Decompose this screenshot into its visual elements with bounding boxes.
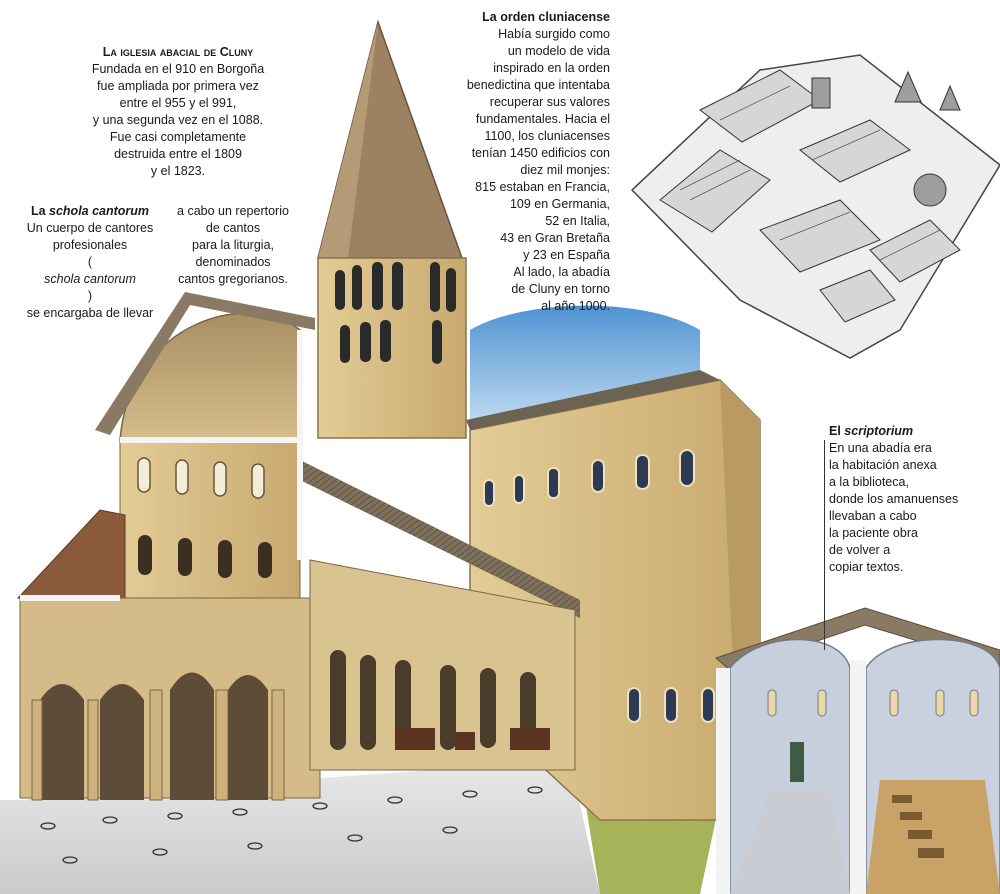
choir-area (309, 559, 576, 771)
orden-line: 109 en Germania, (509, 197, 610, 211)
scriptorium-line: de volver a (829, 543, 891, 557)
orden-line: de Cluny en torno (511, 282, 610, 296)
nave-columns (31, 689, 285, 801)
schola-caption: La schola cantorum Un cuerpo de cantores… (10, 203, 170, 322)
orden-line: al año 1000. (541, 299, 610, 313)
transept-windows (483, 449, 715, 723)
altar-statue (790, 742, 804, 782)
orden-line: 1100, los cluniacenses (484, 129, 610, 143)
aisle-roof (16, 509, 126, 601)
scriptorium-line: la habitación anexa (829, 458, 937, 472)
scriptorium-line: llevaban a cabo (829, 509, 917, 523)
abbey-aerial-view (630, 54, 1000, 359)
scriptorium-windows (767, 689, 979, 717)
iglesia-line: entre el 955 y el 991, (119, 96, 237, 110)
iglesia-line: Fue casi completamente (109, 130, 247, 144)
schola-line: a cabo un repertorio (177, 204, 289, 218)
iglesia-line: y una segunda vez en el 1088. (92, 113, 264, 127)
orden-line: tenían 1450 edificios con (471, 146, 610, 160)
orden-line: fundamentales. Hacia el (475, 112, 610, 126)
scribe-desks (892, 795, 944, 858)
scriptorium-line: copiar textos. (829, 560, 904, 574)
orden-line: y 23 en España (523, 248, 610, 262)
schola-title: La schola cantorum (30, 204, 150, 218)
orden-line: 815 estaban en Francia, (475, 180, 610, 194)
nave-vault (119, 312, 301, 441)
scriptorium-floor (730, 790, 850, 894)
floor-tombs (40, 786, 543, 864)
scriptorium-title: El scriptorium (829, 424, 914, 438)
leader-line-scriptorium (824, 440, 825, 650)
iglesia-line: destruida entre el 1809 (114, 147, 242, 161)
schola-line: denominados (195, 255, 271, 269)
iglesia-line: Fundada en el 910 en Borgoña (91, 62, 265, 76)
schola-cantorum-monks (395, 728, 550, 750)
nave-arcade (40, 672, 268, 800)
cloister-grass (585, 800, 720, 894)
triforium-arches (138, 535, 272, 578)
schola-line: Un cuerpo de cantores (26, 221, 154, 235)
orden-line: Había surgido como (498, 27, 610, 41)
schola-caption-continued: a cabo un repertorio de cantos para la l… (168, 203, 298, 288)
nave-roof-left (95, 292, 315, 435)
scriptorium-wood-floor (866, 780, 1000, 894)
iglesia-title: La iglesia abacial de Cluny (102, 45, 254, 59)
orden-line: un modelo de vida (507, 44, 610, 58)
orden-line: Al lado, la abadía (513, 265, 610, 279)
scriptorium-line: donde los amanuenses (829, 492, 959, 506)
iglesia-line: fue ampliada por primera vez (97, 79, 259, 93)
scriptorium-line: la paciente obra (829, 526, 918, 540)
choir-roof (300, 460, 580, 618)
orden-line: inspirado en la orden (493, 61, 610, 75)
schola-line: cantos gregorianos. (178, 272, 288, 286)
orden-line: 52 en Italia, (545, 214, 610, 228)
clerestory-windows (137, 457, 265, 499)
scriptorium-line: a la biblioteca, (829, 475, 909, 489)
tower-arches (335, 262, 456, 364)
scriptorium-caption: El scriptorium En una abadía era la habi… (829, 423, 994, 576)
orden-line: 43 en Gran Bretaña (500, 231, 610, 245)
orden-line: diez mil monjes: (520, 163, 610, 177)
orden-line: recuperar sus valores (489, 95, 610, 109)
orden-line: benedictina que intentaba (466, 78, 610, 92)
schola-line: profesionales (52, 238, 128, 252)
cut-section-edge (20, 330, 303, 601)
schola-line: de cantos (205, 221, 261, 235)
orden-caption: La orden cluniacense Había surgido como … (430, 9, 610, 315)
iglesia-caption: La iglesia abacial de Cluny Fundada en e… (68, 44, 288, 180)
schola-line: para la liturgia, (192, 238, 274, 252)
schola-line: se encargaba de llevar (26, 306, 154, 320)
scriptorium-line: En una abadía era (829, 441, 932, 455)
schola-line: (schola cantorum) (44, 255, 136, 303)
iglesia-line: y el 1823. (150, 164, 206, 178)
transept-roof (466, 370, 720, 430)
orden-title: La orden cluniacense (482, 10, 610, 24)
